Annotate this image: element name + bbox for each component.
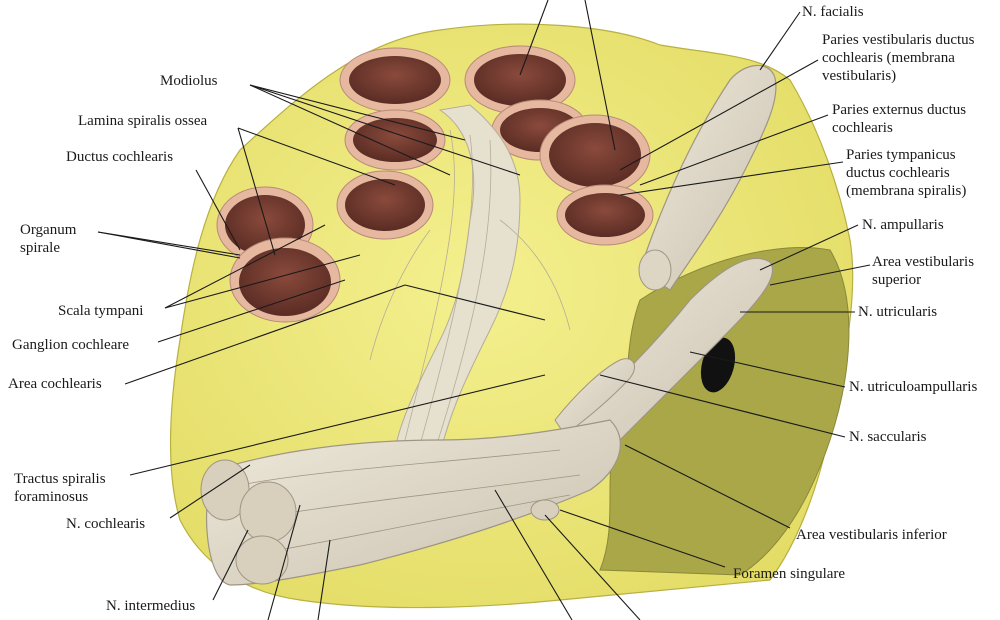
leader-foramen-singulare (559, 509, 726, 568)
leader-bottom-3 (494, 489, 573, 620)
leader-area-cochlearis-2 (404, 284, 546, 321)
leader-bottom-2 (317, 539, 331, 620)
label-area-cochlearis: Area cochlearis (8, 376, 102, 392)
label-tractus-spiralis: Tractus spiralis foraminosus (14, 471, 106, 505)
leader-scala-a (164, 224, 326, 309)
label-ganglion-cochleare: Ganglion cochleare (12, 337, 130, 353)
leader-top-1 (519, 0, 549, 76)
leader-n-utriculoampullaris (689, 351, 846, 388)
label-foramen-singulare: Foramen singulare (733, 566, 846, 582)
label-area-vestibularis-inferior: Area vestibularis inferior (796, 527, 947, 543)
leader-bottom-4 (544, 514, 641, 620)
leader-paries-vestibularis (619, 59, 819, 171)
leader-n-facialis (759, 11, 801, 71)
leader-modiolus-c (249, 84, 521, 176)
label-organum-spirale: Organum spirale (20, 222, 77, 256)
leader-scala-b (164, 254, 361, 309)
label-paries-externus: Paries externus ductus cochlearis (832, 102, 967, 136)
label-n-intermedius: N. intermedius (106, 598, 196, 614)
leader-ductus (195, 169, 241, 251)
leader-top-2 (584, 0, 616, 151)
leader-organum-b (97, 231, 241, 259)
label-ductus-cochlearis: Ductus cochlearis (66, 149, 174, 165)
label-modiolus: Modiolus (160, 73, 218, 89)
label-n-ampullaris: N. ampullaris (862, 217, 944, 233)
label-paries-vestibularis: Paries vestibularis ductus cochlearis (m… (822, 32, 975, 84)
label-n-saccularis: N. saccularis (849, 429, 927, 445)
leader-n-intermedius (212, 529, 249, 601)
label-lamina-spiralis-ossea: Lamina spiralis ossea (78, 113, 208, 129)
leader-modiolus-b (249, 84, 451, 176)
leader-paries-externus (639, 114, 829, 186)
saccular-nerve (554, 358, 635, 436)
leader-n-cochlearis (169, 464, 251, 519)
leader-area-vest-inf (624, 444, 791, 529)
label-n-facialis: N. facialis (802, 4, 864, 20)
label-n-utriculoampullaris: N. utriculoampullaris (849, 379, 978, 395)
leader-bottom-1 (267, 504, 301, 620)
leader-n-saccularis (599, 374, 846, 438)
leader-ganglion (157, 279, 346, 343)
leader-tractus (129, 374, 546, 476)
leader-paries-tympanicus (619, 161, 844, 196)
leader-area-vest-sup (769, 264, 871, 286)
label-paries-tympanicus: Paries tympanicus ductus cochlearis (mem… (846, 147, 967, 199)
leader-lamina-a (237, 127, 396, 186)
leader-area-cochlearis (124, 284, 406, 385)
cochlear-turns (216, 45, 654, 323)
label-n-utricularis: N. utricularis (858, 304, 938, 320)
label-scala-tympani: Scala tympani (58, 303, 144, 319)
leader-modiolus-a (249, 84, 466, 141)
label-n-cochlearis: N. cochlearis (66, 516, 146, 532)
n-facialis-trunk (639, 64, 777, 291)
leader-lamina-b (237, 127, 276, 256)
leader-n-ampullaris (759, 224, 859, 271)
main-nerve-bundle (206, 419, 621, 586)
label-area-vestibularis-superior: Area vestibularis superior (872, 254, 975, 288)
